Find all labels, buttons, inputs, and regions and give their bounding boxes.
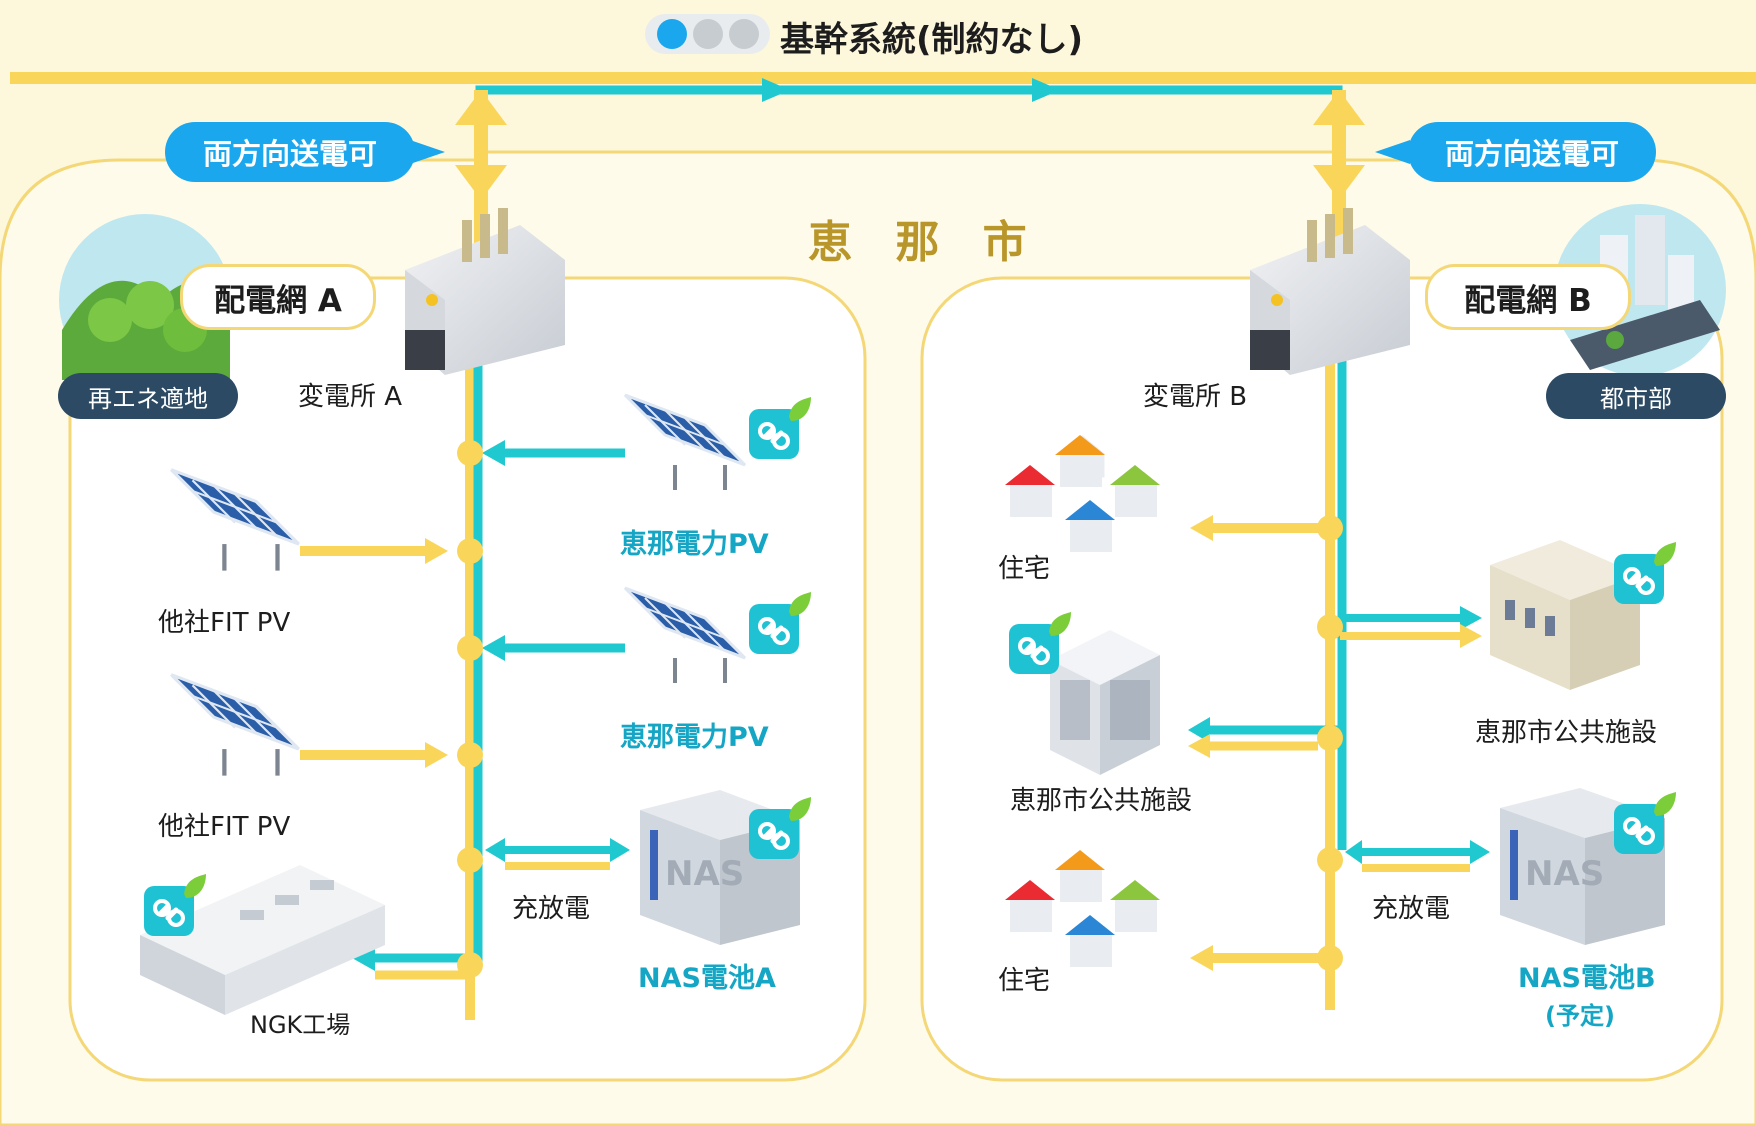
callout-bidirectional-left: 両方向送電可 xyxy=(165,122,415,182)
factory-icon xyxy=(140,865,385,1015)
callout-pointer-left xyxy=(410,140,445,164)
fit-pv-label-1: 他社FIT PV xyxy=(158,608,291,638)
forest-illustration xyxy=(59,214,231,386)
bidirectional-arrows xyxy=(455,90,1365,280)
substation-a-icon xyxy=(405,208,565,375)
substation-b-icon xyxy=(1250,208,1410,375)
houses-icon-1 xyxy=(1005,435,1160,552)
grid-a-nodes xyxy=(457,440,483,978)
callout-pointer-right xyxy=(1375,140,1410,164)
callout-bidirectional-right: 両方向送電可 xyxy=(1408,122,1656,182)
grid-a-badge: 配電網 A xyxy=(180,264,376,330)
flow-arrow xyxy=(1032,78,1060,102)
flow-arrow xyxy=(762,78,790,102)
svg-text:NAS: NAS xyxy=(1525,854,1604,894)
substation-a-label: 変電所 A xyxy=(298,382,403,412)
status-dots-icon xyxy=(645,14,770,54)
grid-b-badge: 配電網 B xyxy=(1425,264,1631,330)
nas-battery-b-note: (予定) xyxy=(1545,1002,1615,1030)
public-facility-label-2: 恵那市公共施設 xyxy=(1010,786,1193,816)
fit-pv-label-2: 他社FIT PV xyxy=(158,812,291,842)
factory-label: NGK工場 xyxy=(250,1011,351,1039)
city-name: 恵 那 市 xyxy=(808,217,1041,268)
grid-a-branches xyxy=(300,440,630,980)
nas-battery-b-label: NAS電池B xyxy=(1518,963,1656,994)
grid-b-branches xyxy=(1188,515,1490,971)
public-facility-icon-2 xyxy=(1050,630,1160,775)
public-facility-label-1: 恵那市公共施設 xyxy=(1475,718,1658,748)
region-tag-renewable: 再エネ適地 xyxy=(58,373,238,419)
substation-b-label: 変電所 B xyxy=(1143,382,1248,412)
houses-icon-2 xyxy=(1005,850,1160,967)
page-title: 基幹系統(制約なし) xyxy=(780,20,1084,60)
pv-own-label-1: 恵那電力PV xyxy=(620,529,769,560)
charge-label-a: 充放電 xyxy=(512,894,591,924)
pv-own-label-2: 恵那電力PV xyxy=(620,722,769,753)
house-label-2: 住宅 xyxy=(998,966,1051,996)
house-label-1: 住宅 xyxy=(998,554,1051,584)
svg-text:NAS: NAS xyxy=(665,854,744,894)
nas-battery-a-label: NAS電池A xyxy=(638,963,776,994)
region-tag-urban: 都市部 xyxy=(1546,373,1726,419)
grid-b-nodes xyxy=(1317,515,1343,971)
charge-label-b: 充放電 xyxy=(1372,894,1451,924)
